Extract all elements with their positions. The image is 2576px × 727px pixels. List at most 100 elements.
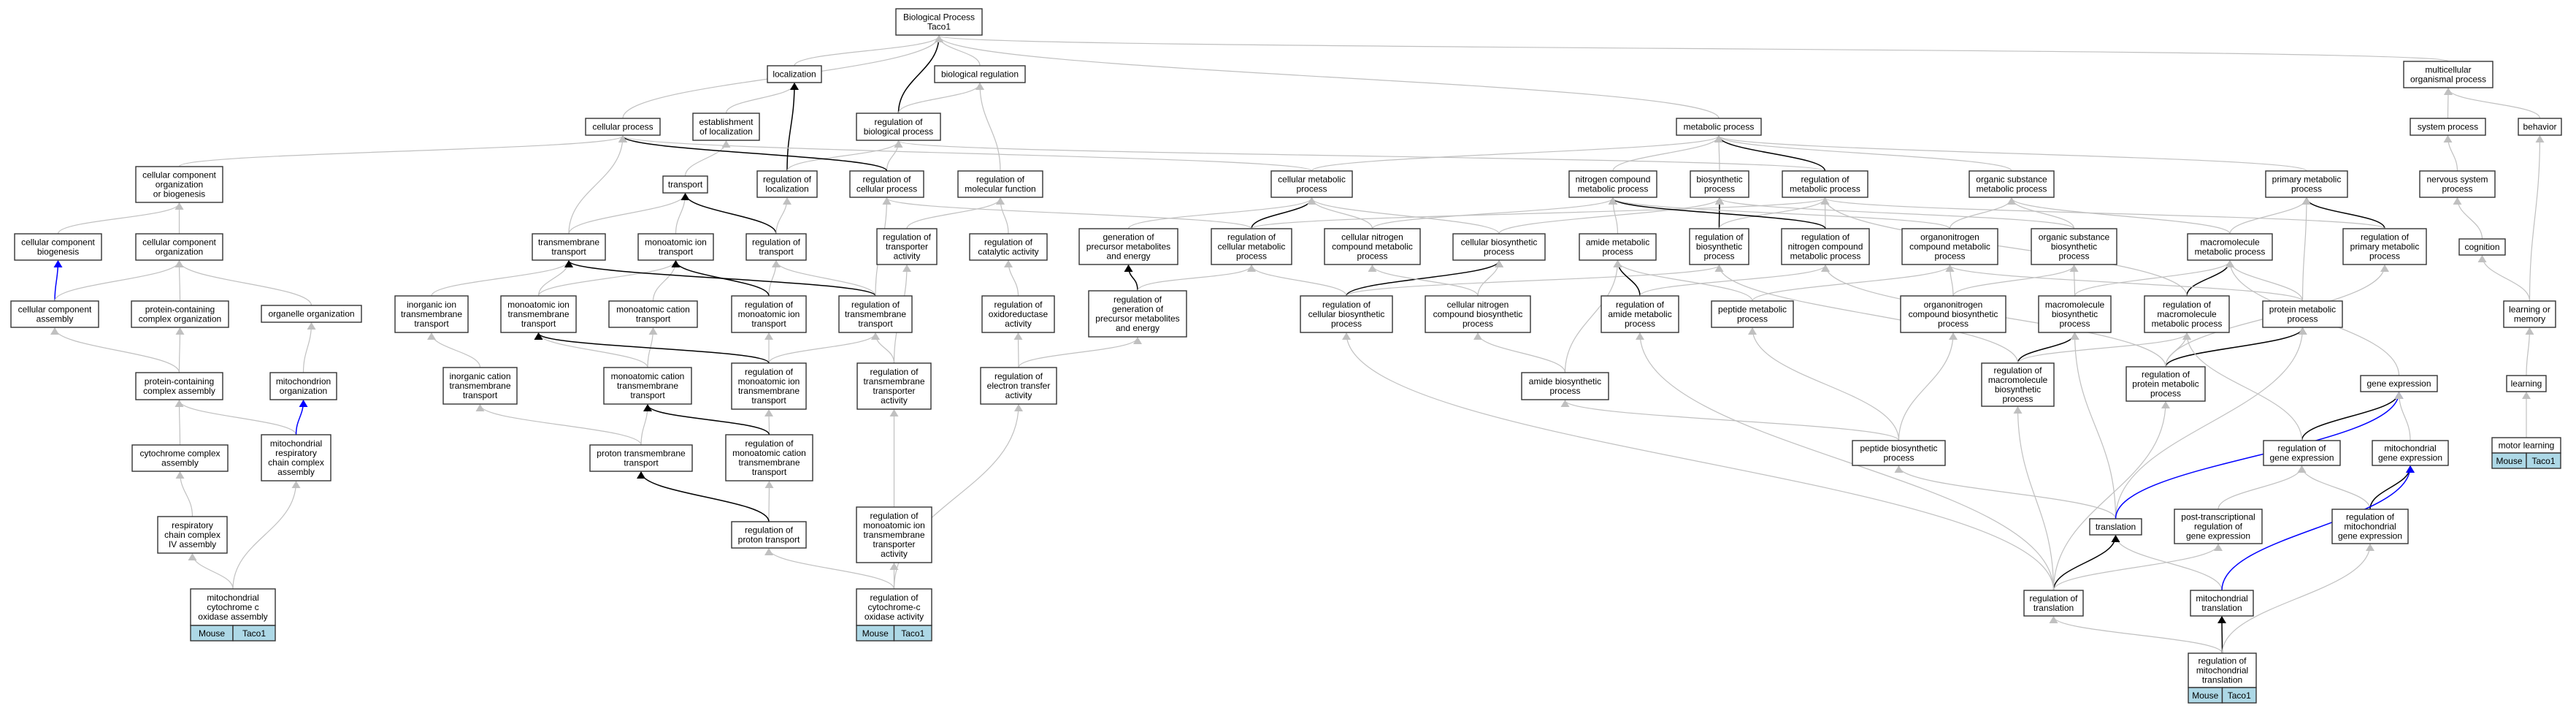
node-label-line: translation [2202,675,2242,685]
node-label-line: transport [630,390,665,400]
node-label-line: Taco1 [927,22,951,32]
go-term-node-rmtrn[interactable]: regulation ofmitochondrialtranslationMou… [2188,652,2257,704]
go-term-node-rtta[interactable]: regulation oftransmembranetransporteract… [856,362,932,410]
edge-is-a-rta-to-rmf [906,197,1005,229]
go-term-node-lrn[interactable]: learning [2506,375,2547,392]
go-term-node-oo[interactable]: organelle organization [261,305,362,323]
go-term-node-beh[interactable]: behavior [2518,118,2562,136]
go-term-node-sysp[interactable]: system process [2410,118,2486,136]
go-term-node-mp[interactable]: metabolic process [1676,118,1762,136]
go-term-node-bioreg[interactable]: biological regulation [934,65,1026,83]
node-box [692,113,760,141]
go-term-node-loc[interactable]: localization [767,65,822,83]
go-term-node-cog[interactable]: cognition [2458,238,2506,256]
edge-is-a-cncbp-to-cbp [1477,260,1503,297]
edge-is-a-mitt-to-tmt [537,260,573,297]
go-term-node-trn[interactable]: translation [2089,518,2142,536]
edge-is-a-loc-to-bp [794,35,943,66]
go-term-node-cp[interactable]: cellular process [585,118,661,136]
node-label-line: regulation of [870,511,919,521]
go-term-node-tr[interactable]: transport [662,175,708,194]
go-term-node-ge[interactable]: gene expression [2360,375,2438,392]
go-term-node-rmbp[interactable]: regulation ofmacromoleculebiosyntheticpr… [1981,362,2055,407]
